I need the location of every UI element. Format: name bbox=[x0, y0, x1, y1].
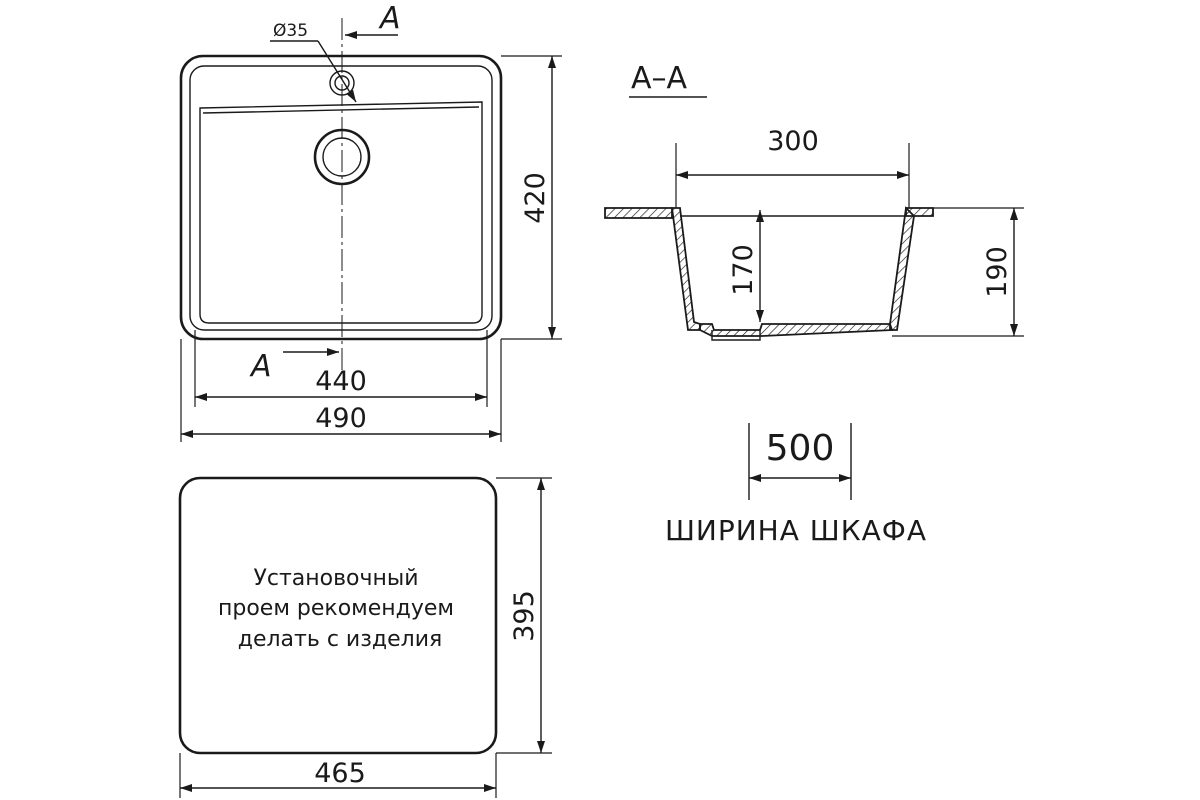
cabinet-caption: ШИРИНА ШКАФА bbox=[665, 514, 927, 547]
sink-outer-outline bbox=[179, 54, 503, 341]
cutout-height: 395 bbox=[509, 590, 540, 642]
dim-bowl-width: 300 bbox=[767, 126, 819, 157]
sink-profile bbox=[604, 206, 934, 341]
sink-rim-outline bbox=[189, 65, 493, 331]
sink-bowl-outline bbox=[199, 101, 483, 324]
hole-leader-diag bbox=[317, 40, 357, 103]
dim-depth: 420 bbox=[520, 172, 551, 224]
cabinet-width: 500 ШИРИНА ШКАФА bbox=[665, 423, 927, 547]
dim-total-depth: 190 bbox=[982, 246, 1013, 298]
cutout-note-line-1: Установочный bbox=[253, 566, 418, 591]
cutout-note-line-3: делать с изделия bbox=[238, 627, 443, 652]
dim-width-outer: 490 bbox=[315, 403, 367, 434]
section-marker-bottom: А bbox=[249, 349, 272, 384]
cutout-width: 465 bbox=[314, 758, 366, 789]
cutout-note-line-2: проем рекомендуем bbox=[218, 596, 454, 621]
cabinet-width-value: 500 bbox=[766, 428, 835, 469]
sink-bowl-inner-line bbox=[202, 106, 480, 114]
hole-diameter-label: Ø35 bbox=[273, 21, 308, 41]
cutout-outline bbox=[178, 476, 498, 755]
section-marker-top: А bbox=[378, 1, 401, 36]
dim-width-inner: 440 bbox=[315, 366, 367, 397]
top-view: Ø35 А А 440 490 420 bbox=[179, 1, 562, 442]
dim-bowl-depth: 170 bbox=[728, 244, 759, 296]
section-view: А–А 300 170 190 bbox=[604, 61, 1024, 341]
section-title: А–А bbox=[631, 61, 688, 96]
cutout-template: Установочный проем рекомендуем делать с … bbox=[178, 476, 552, 798]
